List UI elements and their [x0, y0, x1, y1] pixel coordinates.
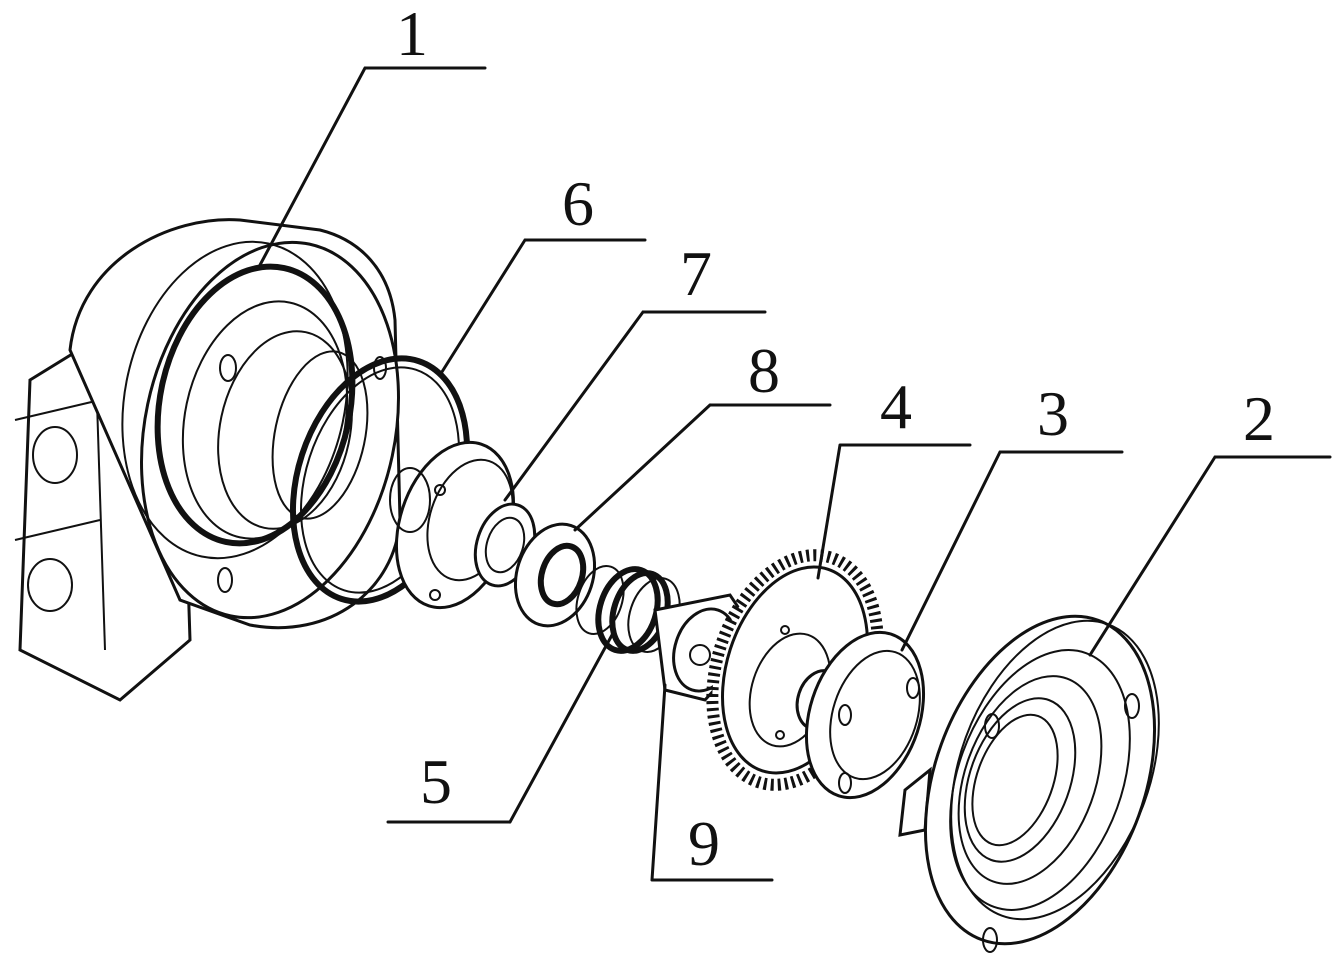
- part-2-flange: [898, 614, 1160, 953]
- label-8: 8: [748, 335, 780, 406]
- leader-7: [503, 310, 767, 502]
- label-2: 2: [1243, 383, 1275, 454]
- label-7: 7: [680, 238, 712, 309]
- part-1-housing: [14, 218, 402, 702]
- part-labels: 1 6 7 8 4 3 2 5 9: [396, 0, 1275, 879]
- part-3-end-cover: [804, 630, 926, 800]
- leader-6: [438, 238, 647, 377]
- leader-2: [1088, 455, 1332, 657]
- leader-5: [386, 633, 614, 824]
- leader-8: [573, 403, 832, 532]
- leader-3: [900, 450, 1124, 652]
- label-9: 9: [688, 808, 720, 879]
- label-3: 3: [1037, 378, 1069, 449]
- leader-lines: [258, 66, 1332, 882]
- label-4: 4: [880, 371, 912, 442]
- leader-9: [650, 683, 774, 882]
- label-5: 5: [420, 746, 452, 817]
- label-1: 1: [396, 0, 428, 69]
- leader-4: [816, 443, 972, 580]
- leader-1: [258, 66, 487, 267]
- part-8-washer: [513, 522, 597, 628]
- label-6: 6: [562, 168, 594, 239]
